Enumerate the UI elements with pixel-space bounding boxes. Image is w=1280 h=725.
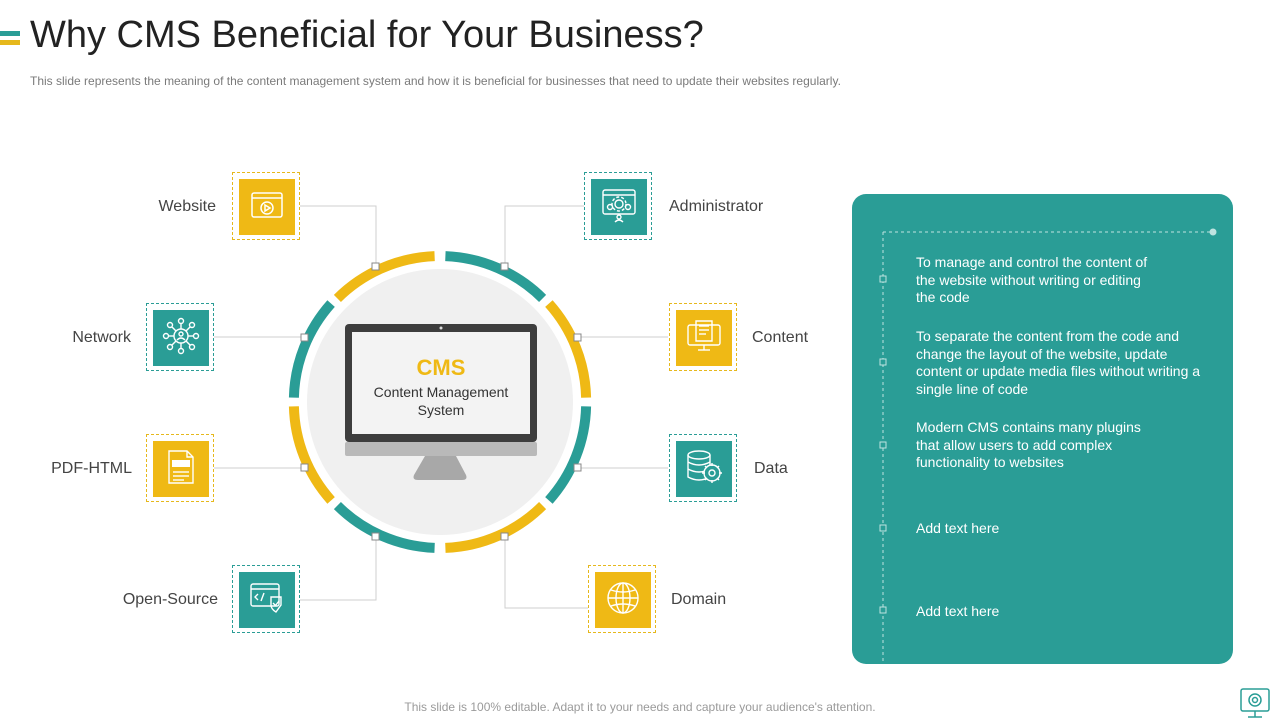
ring-segment-2 xyxy=(545,300,592,398)
video-player-icon xyxy=(250,190,284,225)
ring-segment-8 xyxy=(333,251,435,302)
ring-segment-3 xyxy=(545,406,592,504)
title-accent-gold xyxy=(0,40,20,45)
cms-title: CMS xyxy=(416,355,466,380)
outer-ring xyxy=(288,251,592,553)
panel-item-2: To separate the content from the code an… xyxy=(916,328,1201,397)
tile-open-source xyxy=(232,565,300,633)
globe-icon xyxy=(605,580,641,621)
label-content: Content xyxy=(752,329,809,346)
monitor-icon xyxy=(345,324,537,480)
ring-segment-4 xyxy=(445,502,547,553)
page-title: Why CMS Beneficial for Your Business? xyxy=(30,14,704,56)
page-subtitle: This slide represents the meaning of the… xyxy=(30,74,841,88)
ring-segment-5 xyxy=(333,502,435,553)
tile-data xyxy=(669,434,737,502)
gear-screen-icon xyxy=(1238,686,1272,725)
network-icon xyxy=(162,317,200,360)
cms-subtitle: Content Management System xyxy=(373,384,509,418)
label-open-source: Open-Source xyxy=(122,591,218,608)
label-network: Network xyxy=(72,329,131,346)
panel-item-1: To manage and control the content of the… xyxy=(916,254,1148,305)
tile-network xyxy=(146,303,214,371)
tile-pdf-html xyxy=(146,434,214,502)
tile-content xyxy=(669,303,737,371)
connector-open-source xyxy=(300,537,377,601)
connector-nodes xyxy=(300,262,582,541)
label-domain: Domain xyxy=(671,591,727,608)
connector-lines xyxy=(214,205,668,609)
cms-diagram xyxy=(214,205,668,609)
ring-segment-1 xyxy=(445,251,547,302)
database-gear-icon xyxy=(685,449,723,490)
panel-item-4: Add text here xyxy=(916,520,1000,536)
label-data: Data xyxy=(754,460,788,477)
connector-domain xyxy=(504,537,588,609)
connector-administrator xyxy=(504,205,584,267)
admin-gear-icon xyxy=(601,187,637,228)
ring-segment-6 xyxy=(288,406,335,504)
footer-note: This slide is 100% editable. Adapt it to… xyxy=(404,700,876,714)
tile-domain xyxy=(588,565,656,633)
label-pdf-html: PDF-HTML xyxy=(51,460,132,477)
label-website: Website xyxy=(158,198,216,215)
content-document-icon xyxy=(686,319,722,358)
title-accent-teal xyxy=(0,31,20,36)
code-shield-icon xyxy=(249,581,285,620)
panel-item-3: Modern CMS contains many plugins that al… xyxy=(916,419,1141,470)
ring-segment-7 xyxy=(288,300,335,398)
connector-website xyxy=(300,205,377,267)
tile-administrator xyxy=(584,172,652,240)
label-administrator: Administrator xyxy=(669,198,764,215)
html-file-icon xyxy=(166,449,196,490)
panel-timeline xyxy=(879,228,1217,664)
benefits-panel: To manage and control the content of the… xyxy=(852,194,1233,664)
panel-item-5: Add text here xyxy=(916,603,1000,619)
tile-website xyxy=(232,172,300,240)
